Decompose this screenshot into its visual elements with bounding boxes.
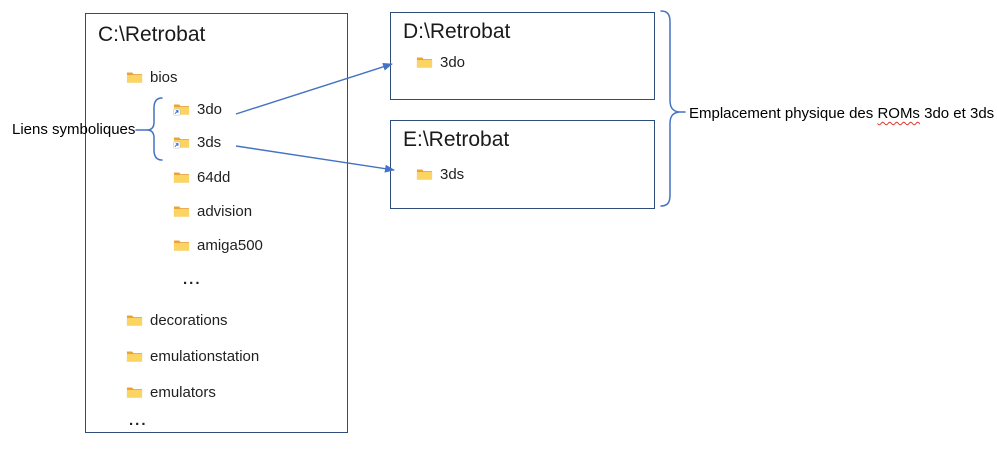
tree-item-ellipsis: ...	[129, 411, 148, 429]
tree-item-3do-physical: 3do	[416, 53, 465, 71]
folder-icon	[126, 72, 143, 83]
folder-icon	[173, 206, 190, 217]
tree-item-label: 3ds	[440, 165, 465, 183]
tree-item-3do-symlink: 3do	[173, 100, 222, 118]
shortcut-folder-icon	[173, 104, 190, 116]
folder-icon	[126, 315, 143, 326]
tree-item-emulators: emulators	[126, 383, 216, 401]
tree-item-label: 64dd	[197, 168, 231, 186]
folder-icon	[416, 169, 433, 180]
tree-item-bios: bios	[126, 68, 178, 86]
tree-item-ellipsis: ...	[183, 270, 202, 288]
tree-item-64dd: 64dd	[173, 168, 230, 186]
tree-item-label: 3do	[197, 100, 223, 118]
folder-icon	[126, 387, 143, 398]
folder-icon	[416, 57, 433, 68]
d-drive-box: D:\Retrobat 3do	[390, 12, 655, 100]
tree-item-advision: advision	[173, 202, 252, 220]
tree-item-label: bios	[150, 68, 178, 86]
symlink-annotation-label: Liens symboliques	[12, 121, 136, 138]
ellipsis-label: ...	[183, 270, 202, 288]
folder-icon	[173, 172, 190, 183]
e-drive-box: E:\Retrobat 3ds	[390, 120, 655, 209]
tree-item-decorations: decorations	[126, 311, 228, 329]
annotation-text-spellcheck: ROMs	[877, 105, 920, 122]
tree-item-label: decorations	[150, 311, 228, 329]
e-drive-title: E:\Retrobat	[403, 128, 510, 151]
annotation-text: Emplacement physique des	[689, 105, 878, 122]
tree-item-3ds-symlink: 3ds	[173, 133, 221, 151]
tree-item-amiga500: amiga500	[173, 236, 263, 254]
tree-item-label: advision	[197, 202, 253, 220]
c-drive-box: C:\Retrobat bios 3do 3ds 64dd advision a…	[85, 13, 348, 433]
d-drive-title: D:\Retrobat	[403, 20, 511, 43]
tree-item-label: 3do	[440, 53, 466, 71]
tree-item-3ds-physical: 3ds	[416, 165, 464, 183]
tree-item-label: emulationstation	[150, 347, 260, 365]
annotation-text: 3do et 3ds	[919, 105, 995, 122]
tree-item-label: 3ds	[197, 133, 222, 151]
folder-icon	[173, 240, 190, 251]
shortcut-folder-icon	[173, 137, 190, 149]
physical-location-annotation-label: Emplacement physique des ROMs 3do et 3ds	[689, 105, 994, 122]
tree-item-label: amiga500	[197, 236, 263, 254]
c-drive-title: C:\Retrobat	[98, 23, 206, 46]
physical-location-brace	[660, 10, 686, 207]
tree-item-label: emulators	[150, 383, 216, 401]
ellipsis-label: ...	[129, 411, 148, 429]
folder-icon	[126, 351, 143, 362]
tree-item-emulationstation: emulationstation	[126, 347, 259, 365]
